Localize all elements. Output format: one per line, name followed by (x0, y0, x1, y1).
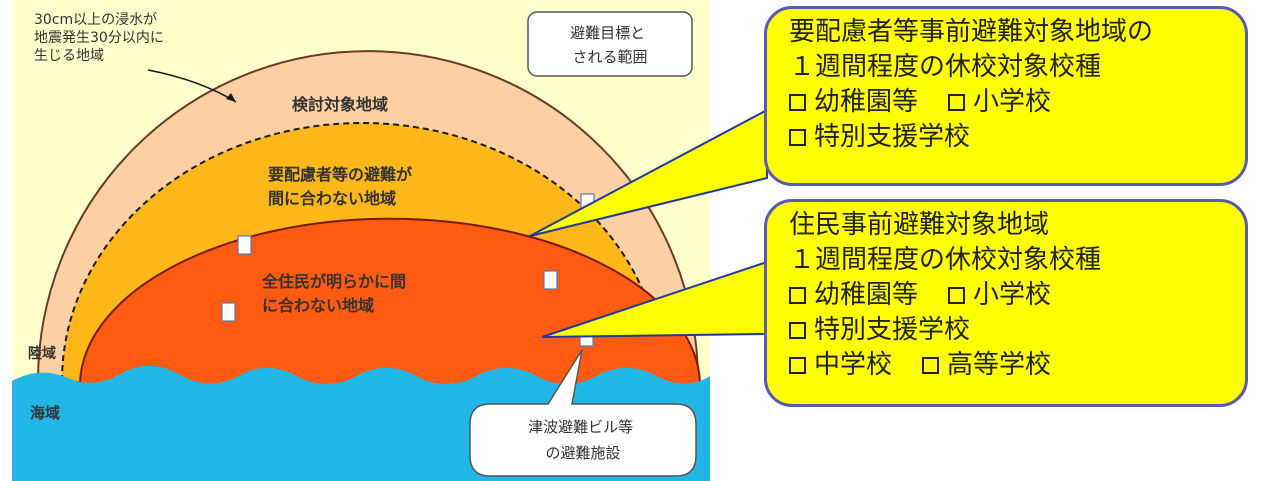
zone-all-residents-line-2: に合わない地域 (262, 296, 374, 315)
flood-condition-arrowhead (226, 93, 236, 102)
building-icon (543, 270, 558, 290)
checkbox-icon (789, 322, 806, 339)
school-row: 特別支援学校 (789, 313, 1231, 348)
callout-resident-evacuation: 住民事前避難対象地域 １週間程度の休校対象校種 幼稚園等 小学校 特別支援学校 中… (764, 199, 1248, 407)
school-row: 幼稚園等 小学校 (789, 85, 1231, 120)
zone-vulnerable-line-1: 要配慮者等の避難が (268, 165, 412, 184)
school-junior-high: 中学校 (814, 350, 893, 380)
callout-title: 住民事前避難対象地域 (789, 210, 1050, 240)
checkbox-icon (948, 287, 966, 304)
flood-condition-line-1: 30cm以上の浸水が (34, 12, 157, 28)
checkbox-icon (948, 94, 966, 111)
checkbox-icon (789, 129, 806, 146)
building-icon (237, 235, 252, 255)
land-label: 陸域 (28, 345, 56, 362)
school-elementary: 小学校 (973, 87, 1052, 117)
school-kindergarten: 幼稚園等 (814, 280, 919, 310)
flood-condition-line-2: 地震発生30分以内に (34, 30, 164, 46)
evacuation-target-line-2: される範囲 (572, 48, 647, 66)
checkbox-icon (922, 357, 940, 374)
shelter-speech-bubble (469, 349, 697, 477)
evacuation-target-line-1: 避難目標と (570, 24, 645, 42)
evacuation-target-box (527, 11, 693, 77)
zone-all-residents-line-1: 全住民が明らかに間 (261, 272, 406, 291)
school-elementary: 小学校 (973, 280, 1052, 310)
checkbox-icon (789, 287, 806, 304)
school-row: 幼稚園等 小学校 (789, 278, 1231, 313)
checkbox-icon (789, 94, 806, 111)
school-row: 特別支援学校 (789, 120, 1231, 155)
building-icon (221, 302, 236, 322)
school-row: 中学校 高等学校 (789, 348, 1231, 383)
flood-condition-label: 30cm以上の浸水が 地震発生30分以内に 生じる地域 (34, 12, 168, 64)
evacuation-target-label: 避難目標と される範囲 (570, 24, 650, 66)
sea-label: 海域 (30, 404, 60, 422)
school-special-support: 特別支援学校 (814, 315, 971, 345)
callout-title: 要配慮者等事前避難対象地域の (789, 17, 1154, 47)
flood-condition-line-3: 生じる地域 (34, 48, 104, 64)
school-kindergarten: 幼稚園等 (814, 87, 919, 117)
zone-vulnerable-line-2: 間に合わない地域 (268, 189, 396, 208)
school-high: 高等学校 (947, 350, 1052, 380)
zone-vulnerable-label: 要配慮者等の避難が 間に合わない地域 (268, 165, 418, 208)
shelter-line-1: 津波避難ビル等 (528, 418, 633, 436)
checkbox-icon (789, 357, 806, 374)
callout-vulnerable-evacuation: 要配慮者等事前避難対象地域の １週間程度の休校対象校種 幼稚園等 小学校 特別支援… (764, 6, 1248, 186)
shelter-label: 津波避難ビル等 の避難施設 (528, 418, 638, 462)
zone-review-label: 検討対象地域 (292, 95, 388, 114)
school-special-support: 特別支援学校 (814, 122, 971, 152)
shelter-line-2: の避難施設 (545, 444, 620, 462)
callout-subtitle: １週間程度の休校対象校種 (789, 52, 1102, 82)
zone-all-residents-label: 全住民が明らかに間 に合わない地域 (261, 272, 412, 315)
callout-subtitle: １週間程度の休校対象校種 (789, 245, 1102, 275)
